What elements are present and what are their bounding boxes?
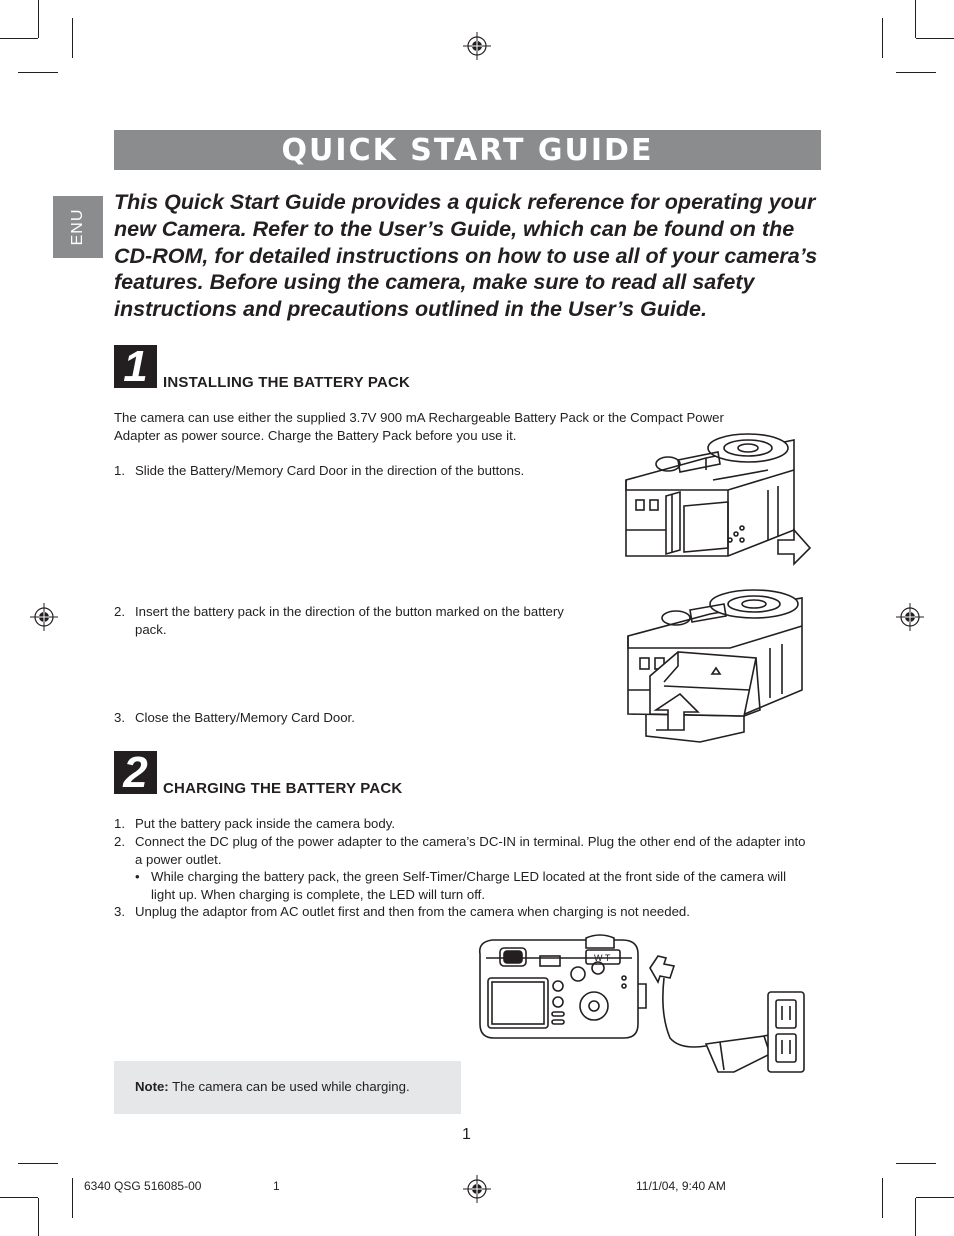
registration-mark-icon <box>463 1175 491 1203</box>
crop-mark <box>882 1178 883 1218</box>
crop-mark <box>0 1197 38 1198</box>
crop-mark <box>72 18 73 58</box>
list-item-number: 2. <box>114 604 125 619</box>
language-tab-label: ENU <box>69 208 86 246</box>
crop-mark <box>0 38 38 39</box>
page-number: 1 <box>462 1126 471 1143</box>
list-item-text: Put the battery pack inside the camera b… <box>135 816 395 831</box>
list-item-number: 3. <box>114 710 125 725</box>
svg-text:W T: W T <box>594 953 611 963</box>
crop-mark <box>915 1198 916 1236</box>
list-item-text: Close the Battery/Memory Card Door. <box>135 710 355 725</box>
registration-mark-icon <box>896 603 924 631</box>
registration-mark-icon <box>30 603 58 631</box>
page-title: QUICK START GUIDE <box>281 133 654 168</box>
crop-mark <box>915 0 916 38</box>
section-heading: CHARGING THE BATTERY PACK <box>163 780 403 797</box>
list-item-text: Connect the DC plug of the power adapter… <box>135 834 806 867</box>
list-item-number: 1. <box>114 463 125 478</box>
note-text: Note: The camera can be used while charg… <box>135 1079 410 1094</box>
note-body: The camera can be used while charging. <box>168 1079 410 1094</box>
list-item: 3. Close the Battery/Memory Card Door. <box>114 709 584 727</box>
step-number-badge: 1 <box>114 345 157 389</box>
list-item: 1. Slide the Battery/Memory Card Door in… <box>114 462 584 480</box>
footer-doc-id: 6340 QSG 516085-00 <box>84 1179 202 1193</box>
camera-door-open-illustration <box>625 433 812 566</box>
crop-mark <box>916 1197 954 1198</box>
section-body-line: The camera can use either the supplied 3… <box>114 410 724 425</box>
section-heading: INSTALLING THE BATTERY PACK <box>163 374 411 391</box>
bullet-text: While charging the battery pack, the gre… <box>151 869 787 902</box>
list-item-text: Insert the battery pack in the direction… <box>135 604 564 637</box>
list-item-text: Slide the Battery/Memory Card Door in th… <box>135 463 525 478</box>
list-item: 2. Connect the DC plug of the power adap… <box>114 833 814 868</box>
title-bar: QUICK START GUIDE <box>114 130 821 170</box>
list-item-text: Unplug the adaptor from AC outlet first … <box>135 904 690 919</box>
note-box: Note: The camera can be used while charg… <box>114 1061 461 1114</box>
crop-mark <box>896 1163 936 1164</box>
language-tab: ENU <box>53 196 103 258</box>
crop-mark <box>38 0 39 38</box>
bullet-mark: • <box>135 869 140 884</box>
camera-charging-illustration: W T <box>478 934 805 1073</box>
crop-mark <box>18 72 58 73</box>
list-item-number: 3. <box>114 904 125 919</box>
intro-paragraph: This Quick Start Guide provides a quick … <box>114 190 818 322</box>
list-item: 2. Insert the battery pack in the direct… <box>114 603 584 638</box>
section-body-line: Adapter as power source. Charge the Batt… <box>114 428 517 443</box>
list-item-number: 1. <box>114 816 125 831</box>
camera-battery-insert-illustration <box>627 589 803 743</box>
crop-mark <box>916 38 954 39</box>
registration-mark-icon <box>463 32 491 60</box>
crop-mark <box>72 1178 73 1218</box>
list-item-number: 2. <box>114 834 125 849</box>
list-bullet: • While charging the battery pack, the g… <box>135 868 795 903</box>
footer-page: 1 <box>273 1179 280 1193</box>
crop-mark <box>882 18 883 58</box>
list-item: 1. Put the battery pack inside the camer… <box>114 815 814 833</box>
note-label: Note: <box>135 1079 169 1094</box>
list-item: 3. Unplug the adaptor from AC outlet fir… <box>114 903 814 921</box>
crop-mark <box>38 1198 39 1236</box>
crop-mark <box>896 72 936 73</box>
step-number-badge: 2 <box>114 751 157 795</box>
crop-mark <box>18 1163 58 1164</box>
footer-timestamp: 11/1/04, 9:40 AM <box>636 1179 726 1193</box>
